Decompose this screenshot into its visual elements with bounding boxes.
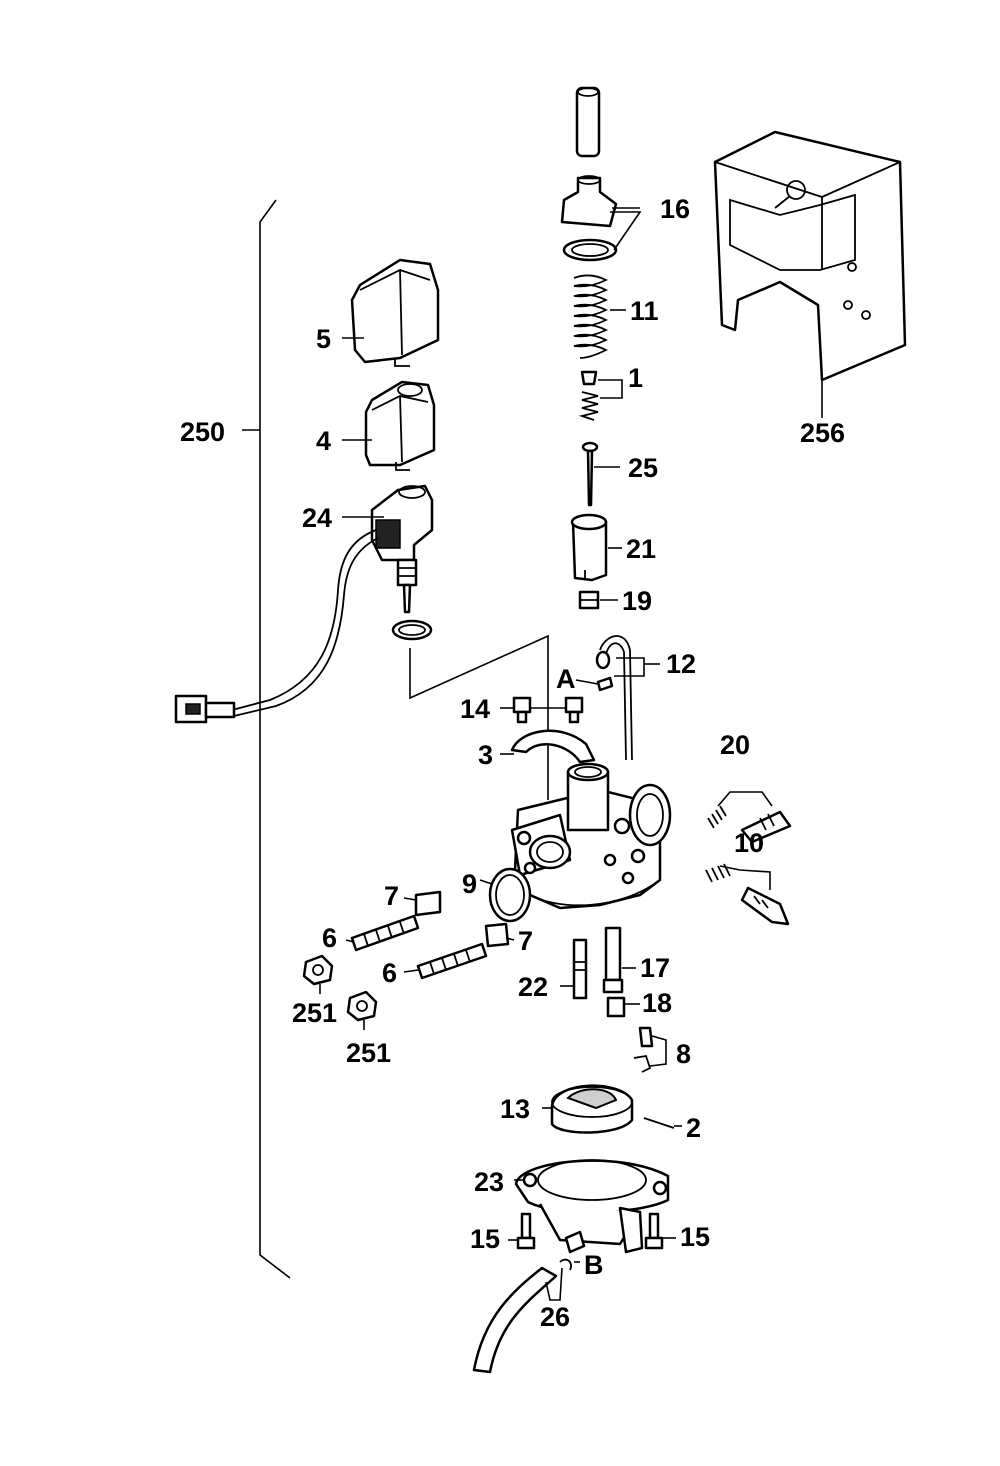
callout-20: 20 [720, 730, 750, 760]
callout-B: B [584, 1250, 604, 1280]
callout-19: 19 [622, 586, 652, 616]
part-3-clamp [510, 729, 596, 764]
callout-24: 24 [302, 503, 332, 533]
callout-256: 256 [800, 418, 845, 448]
callout-11: 11 [630, 296, 659, 326]
part-12-tube [595, 635, 633, 761]
callout-2: 2 [686, 1113, 701, 1143]
callout-17: 17 [640, 953, 670, 983]
callout-5: 5 [316, 324, 331, 354]
callout-1: 1 [628, 363, 643, 393]
callout-6a: 6 [322, 923, 337, 953]
part-256-foam-block [713, 130, 907, 418]
leader-lines [319, 207, 682, 1301]
part-20-screws [707, 791, 792, 844]
callout-3: 3 [478, 740, 493, 770]
callout-13: 13 [500, 1094, 530, 1124]
part-13-float [550, 1084, 675, 1134]
callout-18: 18 [642, 988, 672, 1018]
carburetor-body [510, 762, 672, 910]
callout-7b: 7 [518, 926, 533, 956]
part-9-gasket [488, 867, 532, 923]
callout-12: 12 [666, 649, 696, 679]
callout-8: 8 [676, 1039, 691, 1069]
callout-23: 23 [474, 1167, 504, 1197]
part-15-screws [516, 1212, 664, 1250]
studs-and-nuts [302, 890, 510, 1022]
part-26-hose [472, 1258, 572, 1374]
part-5-cover [350, 258, 440, 367]
callout-7a: 7 [384, 881, 399, 911]
callout-22: 22 [518, 972, 548, 1002]
callout-4: 4 [316, 426, 331, 456]
callout-9: 9 [462, 869, 477, 899]
kit-250-bracket [242, 199, 291, 1279]
callout-16: 16 [660, 194, 690, 224]
callout-labels: 5 4 250 24 16 11 1 25 21 19 256 12 A 14 … [180, 194, 845, 1332]
callout-15b: 15 [680, 1222, 710, 1252]
part-10-screws [705, 863, 790, 926]
part-4-cover [364, 380, 436, 471]
callout-26: 26 [540, 1302, 570, 1332]
callout-14: 14 [460, 694, 490, 724]
callout-250: 250 [180, 417, 225, 447]
part-23-bowl [514, 1159, 670, 1254]
callout-251a: 251 [292, 998, 337, 1028]
callout-A: A [556, 664, 576, 694]
callout-25: 25 [628, 453, 658, 483]
callout-15a: 15 [470, 1224, 500, 1254]
slide-stack [560, 86, 618, 610]
callout-6b: 6 [382, 958, 397, 988]
callout-10: 10 [734, 828, 764, 858]
jets [572, 926, 654, 1073]
callout-251b: 251 [346, 1038, 391, 1068]
starter-o-ring [391, 619, 549, 800]
callout-21: 21 [626, 534, 656, 564]
part-24-starter [174, 484, 434, 724]
